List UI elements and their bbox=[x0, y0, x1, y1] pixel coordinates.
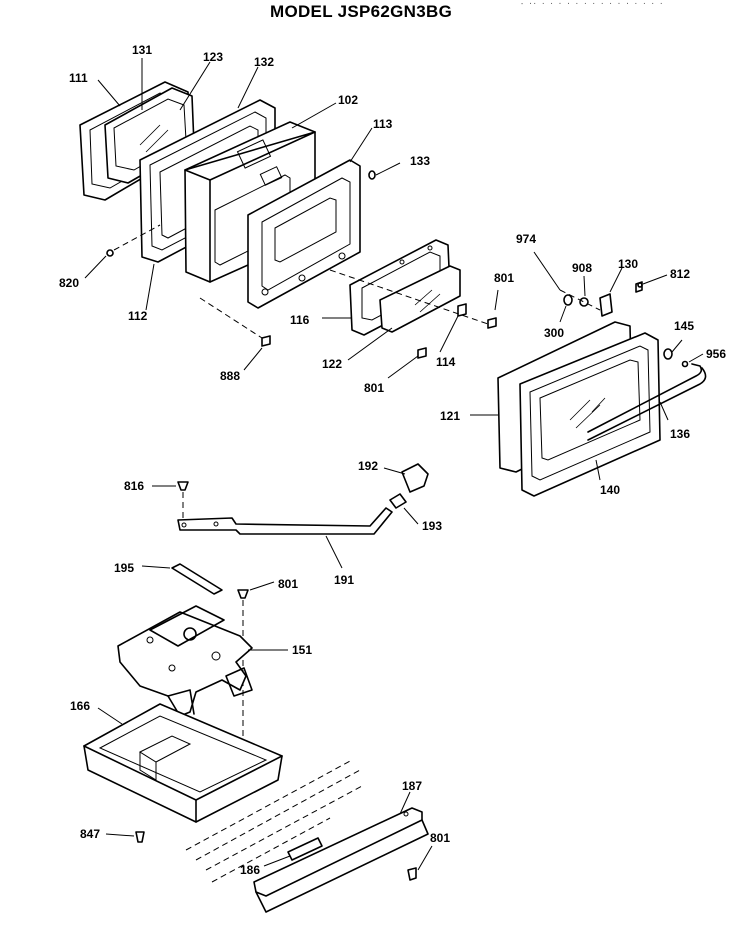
label-145: 145 bbox=[674, 319, 694, 333]
bushing-193 bbox=[389, 493, 419, 525]
clip-114 bbox=[457, 303, 467, 317]
label-300: 300 bbox=[544, 326, 564, 340]
screw-956 bbox=[681, 353, 704, 368]
label-133: 133 bbox=[410, 154, 430, 168]
screw-812 bbox=[637, 274, 668, 288]
screw-801-a bbox=[329, 269, 497, 329]
screw-820 bbox=[84, 224, 161, 279]
label-166: 166 bbox=[70, 699, 90, 713]
label-131: 131 bbox=[132, 43, 152, 57]
label-193: 193 bbox=[422, 519, 442, 533]
label-136: 136 bbox=[670, 427, 690, 441]
rail-187 bbox=[253, 791, 429, 913]
outer-door-140 bbox=[519, 332, 661, 497]
screw-888 bbox=[199, 297, 271, 371]
label-974: 974 bbox=[516, 232, 536, 246]
guide-rail-dashes bbox=[185, 759, 363, 883]
glass-122 bbox=[379, 265, 461, 333]
label-195: 195 bbox=[114, 561, 134, 575]
label-151: 151 bbox=[292, 643, 312, 657]
label-130: 130 bbox=[618, 257, 638, 271]
handle-136 bbox=[587, 363, 707, 441]
label-186: 186 bbox=[240, 863, 260, 877]
inner-door-113 bbox=[247, 159, 361, 309]
screw-801-b bbox=[387, 347, 427, 379]
bracket-cluster-130 bbox=[533, 251, 643, 323]
screw-847 bbox=[105, 831, 145, 843]
label-112: 112 bbox=[128, 309, 148, 323]
label-191: 191 bbox=[334, 573, 354, 587]
spacer-145 bbox=[663, 339, 683, 360]
label-111: 111 bbox=[69, 71, 88, 85]
knob-192 bbox=[383, 463, 429, 493]
label-801-a: 801 bbox=[364, 381, 384, 395]
label-801-c: 801 bbox=[278, 577, 298, 591]
latch-assembly-151 bbox=[117, 605, 288, 717]
label-812: 812 bbox=[670, 267, 690, 281]
screw-801-d bbox=[407, 845, 433, 881]
label-121: 121 bbox=[440, 409, 460, 423]
label-908: 908 bbox=[572, 261, 592, 275]
screw-816 bbox=[152, 481, 189, 520]
screw-133 bbox=[368, 162, 401, 180]
header-scan-noise: - ·· · · · · · · · · · · · · · · · bbox=[520, 0, 664, 8]
label-122: 122 bbox=[322, 357, 342, 371]
label-140: 140 bbox=[600, 483, 620, 497]
label-187: 187 bbox=[402, 779, 422, 793]
lever-195 bbox=[141, 563, 223, 595]
label-113: 113 bbox=[373, 117, 393, 131]
label-102: 102 bbox=[338, 93, 358, 107]
label-847: 847 bbox=[80, 827, 100, 841]
label-116: 116 bbox=[290, 313, 310, 327]
label-192: 192 bbox=[358, 459, 378, 473]
label-816: 816 bbox=[124, 479, 144, 493]
label-123: 123 bbox=[203, 50, 223, 64]
label-114: 114 bbox=[436, 355, 456, 369]
base-pan-166 bbox=[83, 703, 283, 823]
diagram-title: MODEL JSP62GN3BG bbox=[270, 2, 453, 21]
bracket-186 bbox=[263, 837, 323, 867]
label-801-d: 801 bbox=[430, 831, 450, 845]
label-956: 956 bbox=[706, 347, 726, 361]
label-820: 820 bbox=[59, 276, 79, 290]
label-888: 888 bbox=[220, 369, 240, 383]
label-132: 132 bbox=[254, 55, 274, 69]
label-801-b: 801 bbox=[494, 271, 514, 285]
latch-rod-191 bbox=[177, 507, 393, 569]
